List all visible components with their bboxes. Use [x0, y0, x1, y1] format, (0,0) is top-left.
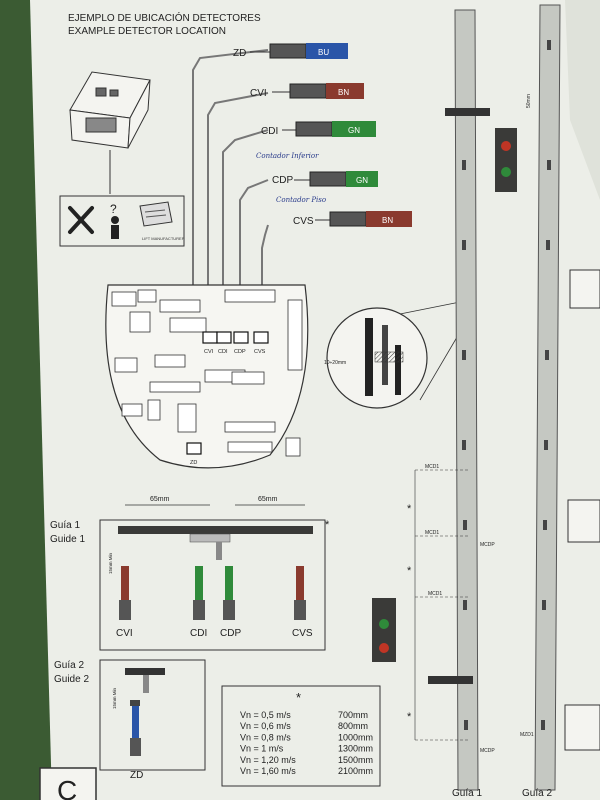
wires	[192, 49, 269, 440]
zoom-label: 10÷20mm	[324, 360, 346, 366]
table-distance: 1500mm	[338, 755, 373, 765]
control-board: CVI CDI CDP CVS ZD	[105, 284, 309, 469]
color-code: BN	[338, 88, 349, 97]
manufacturer-label: LIFT MANUFACTURER	[142, 236, 185, 241]
guide1-title-en: Guide 1	[50, 534, 85, 545]
detector-cvi: CVI BN	[250, 83, 364, 99]
star-mark: *	[407, 711, 412, 723]
board-connector-label: CVI	[204, 349, 214, 355]
rail-title: Guía 2	[522, 788, 552, 799]
rail-label: MCD1	[425, 530, 439, 536]
title-es: EJEMPLO DE UBICACIÓN DETECTORES	[68, 11, 261, 24]
color-code: GN	[356, 176, 368, 185]
corner-letter-box: C	[39, 767, 97, 800]
detector-zd: ZD BU	[233, 43, 348, 59]
person-icon: ?	[110, 202, 119, 239]
detector-label: CDP	[272, 175, 293, 186]
board-connector-label: CVS	[254, 349, 266, 355]
board-connector-label: CDI	[218, 349, 228, 355]
corner-letter: C	[57, 775, 77, 800]
detector-label: CVS	[293, 216, 314, 227]
distance-label: 50mm	[526, 94, 532, 108]
table-speed: Vn = 1 m/s	[240, 744, 284, 754]
handwritten-note: Contador Inferior	[256, 152, 319, 160]
svg-text:*: *	[325, 519, 330, 531]
star-mark: *	[407, 565, 412, 577]
sensor-label: CVS	[292, 628, 313, 639]
sensor-label: CDI	[190, 628, 207, 639]
table-distance: 700mm	[338, 710, 368, 720]
table-speed: Vn = 1,20 m/s	[240, 755, 296, 765]
lift-panel-sketch	[69, 71, 151, 149]
tools-group: ? LIFT MANUFACTURER	[59, 195, 185, 247]
guide2-title-es: Guía 2	[54, 660, 84, 671]
detector-label: CVI	[250, 88, 267, 99]
indicator-bottom	[372, 598, 396, 662]
sensor-label: ZD	[130, 770, 143, 781]
table-distance: 2100mm	[338, 766, 373, 776]
rail-title: Guía 1	[452, 788, 482, 799]
table-speed: Vn = 0,5 m/s	[240, 710, 291, 720]
vertical-dimension: 15mm Min	[108, 552, 113, 574]
sensor-label: CDP	[220, 628, 241, 639]
color-code: BU	[318, 48, 329, 57]
detector-cvs: CVS BN	[293, 211, 412, 227]
table-symbol: *	[296, 690, 301, 705]
table-speed: Vn = 0,6 m/s	[240, 721, 291, 731]
guide1-title-es: Guía 1	[50, 520, 80, 531]
manual-icon: LIFT MANUFACTURER	[139, 201, 185, 241]
dimension-label: 65mm	[150, 496, 170, 503]
detector-cdi: CDI GN Contador Inferior	[256, 121, 376, 160]
detector-label: ZD	[233, 48, 246, 59]
detector-label: CDI	[261, 126, 278, 137]
rail-label: MZD1	[520, 732, 534, 738]
vertical-dimension: 15mm Min	[112, 687, 117, 709]
title-en: EXAMPLE DETECTOR LOCATION	[68, 26, 226, 37]
board-connector-label: ZD	[190, 460, 197, 466]
speed-table: * Vn = 0,5 m/s 700mm Vn = 0,6 m/s 800mm Vn =…	[221, 685, 381, 787]
table-speed: Vn = 0,8 m/s	[240, 732, 291, 742]
sensor-label: CVI	[116, 628, 133, 639]
table-speed: Vn = 1,60 m/s	[240, 766, 296, 776]
dimension-label: 65mm	[258, 496, 278, 503]
board-connector-label: CDP	[234, 349, 246, 355]
table-distance: 800mm	[338, 721, 368, 731]
guide2-section: Guía 2 Guide 2 15mm Min ZD	[54, 659, 206, 781]
table-distance: 1300mm	[338, 744, 373, 754]
rail-label: MCDP	[480, 748, 495, 754]
color-code: BN	[382, 216, 393, 225]
rails: 50mm * * * MCD1 MCD1 MCDP MCD1 MCDP MZD1…	[372, 4, 600, 799]
rail-label: MCD1	[428, 591, 442, 597]
detector-cdp: CDP GN Contador Piso	[272, 171, 378, 204]
guide2-title-en: Guide 2	[54, 674, 89, 685]
table-distance: 1000mm	[338, 732, 373, 742]
indicator-top	[495, 128, 517, 192]
rail-label: MCD1	[425, 464, 439, 470]
guide1-section: Guía 1 Guide 1 65mm 65mm * 15mm Min CVI …	[50, 496, 330, 651]
star-mark: *	[407, 503, 412, 515]
detectors: ZD BU CVI BN CDI GN Contador Inferior CD…	[233, 43, 412, 227]
tools-icon	[68, 206, 94, 234]
color-code: GN	[348, 126, 360, 135]
svg-text:?: ?	[110, 202, 117, 216]
rail-label: MCDP	[480, 542, 495, 548]
handwritten-note: Contador Piso	[276, 196, 326, 204]
